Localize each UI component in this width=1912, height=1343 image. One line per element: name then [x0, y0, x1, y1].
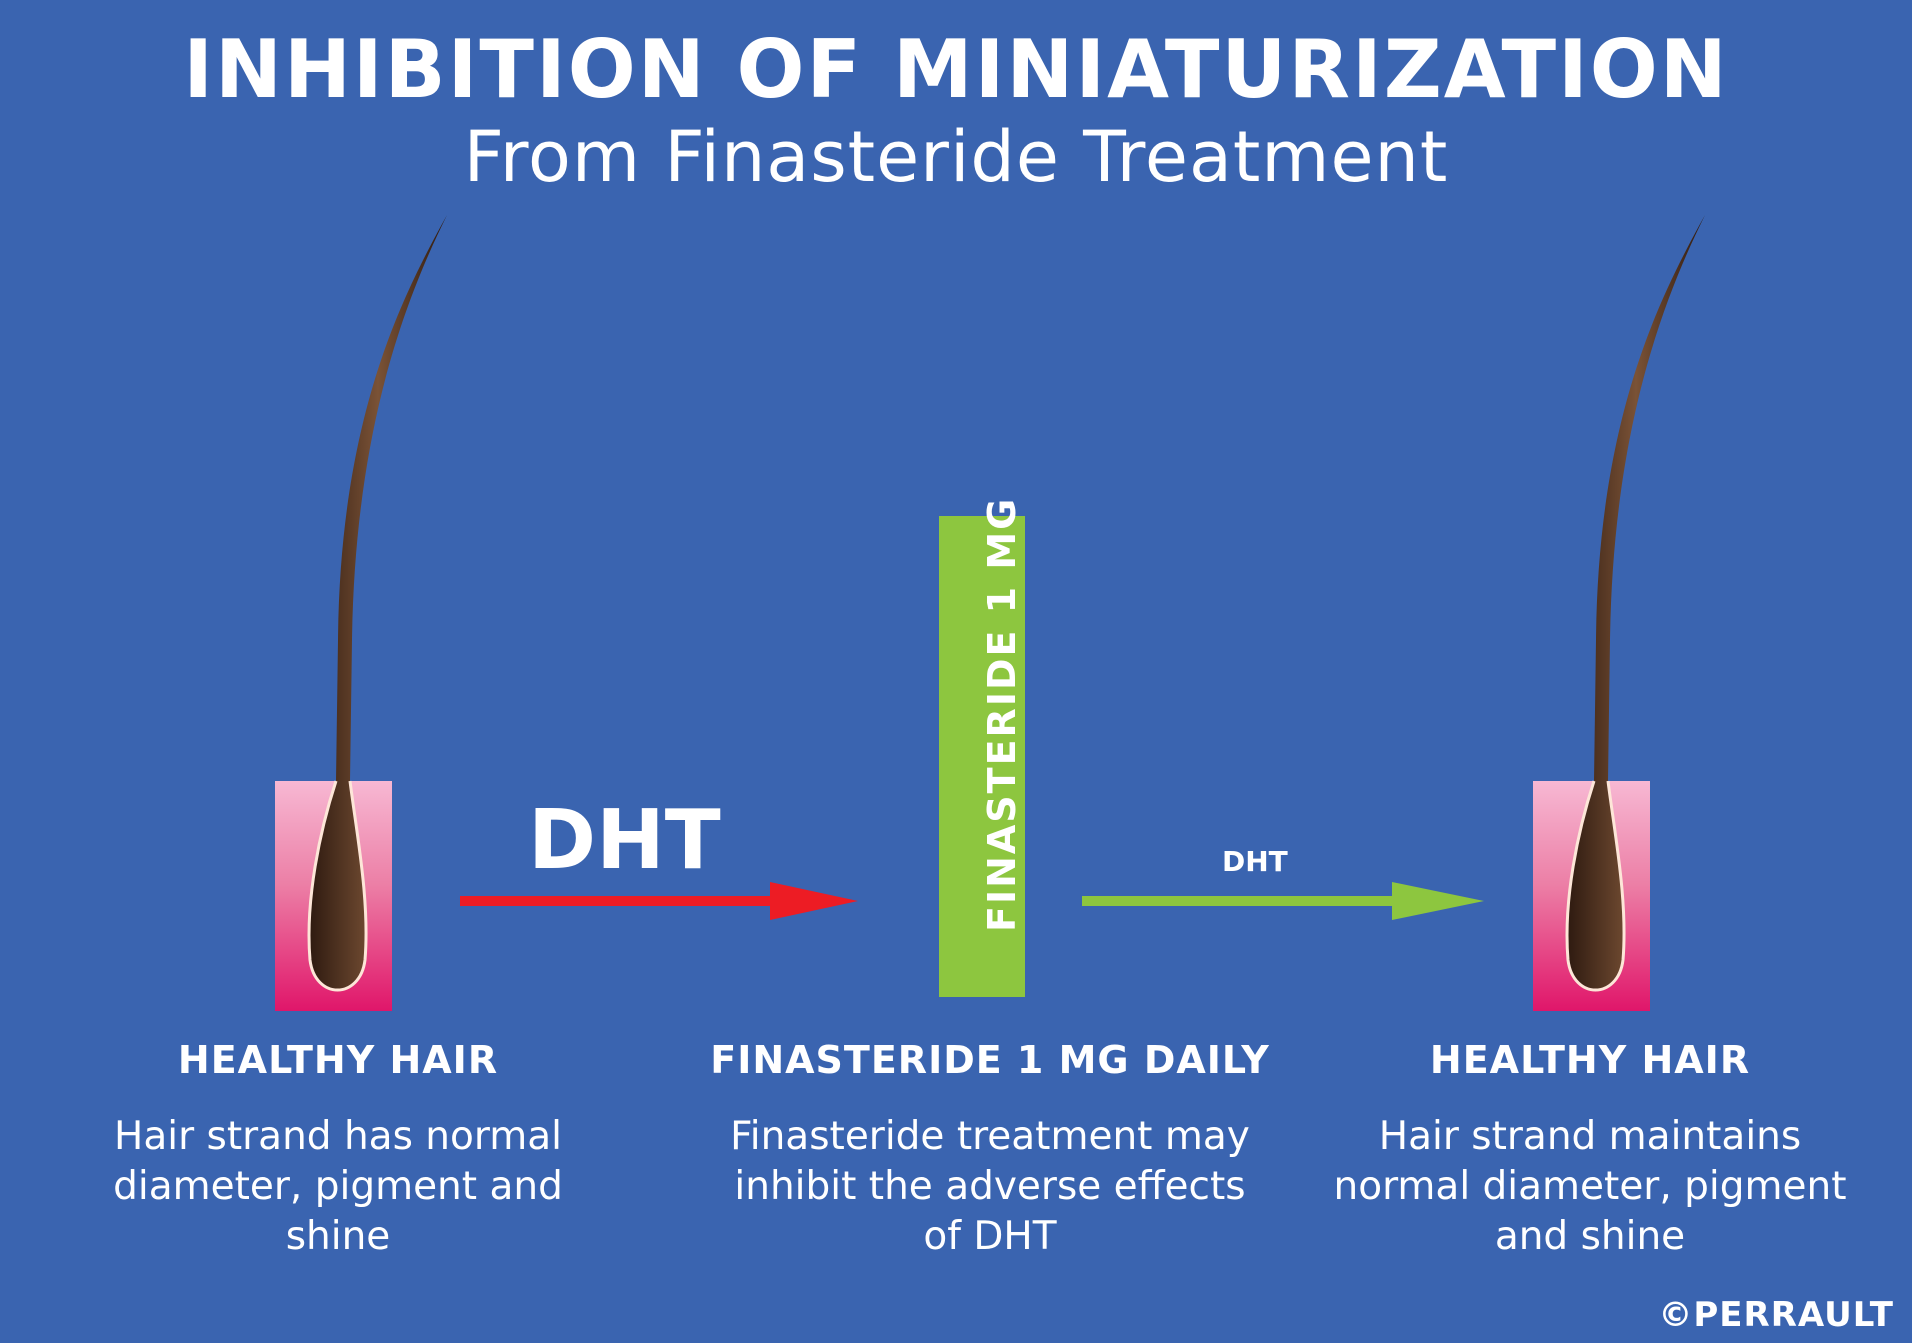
dht-label-small: DHT — [1222, 845, 1288, 878]
right-hair-bulb-outline — [1565, 780, 1626, 992]
right-heading: HEALTHY HAIR — [1429, 1038, 1751, 1082]
right-description: Hair strand maintains normal diameter, p… — [1333, 1114, 1847, 1259]
diagram-title: INHIBITION OF MINIATURIZATION — [183, 23, 1729, 116]
center-heading: FINASTERIDE 1 MG DAILY — [710, 1038, 1270, 1082]
finasteride-bar-label: FINASTERIDE 1 MG — [980, 496, 1024, 932]
dht-label-large: DHT — [528, 793, 721, 888]
left-heading: HEALTHY HAIR — [177, 1038, 499, 1082]
left-hair-bulb-outline — [307, 780, 368, 992]
finasteride-bar — [939, 516, 1025, 997]
center-description: Finasteride treatment may inhibit the ad… — [730, 1114, 1250, 1259]
copyright-label: ©PERRAULT — [1658, 1295, 1894, 1335]
right-hair-follicle — [1533, 215, 1705, 1011]
red-dht-arrow — [460, 882, 858, 920]
left-hair-follicle — [275, 215, 447, 1011]
right-hair-strand — [1567, 215, 1705, 990]
diagram-subtitle: From Finasteride Treatment — [463, 116, 1449, 198]
left-hair-strand — [309, 215, 447, 990]
green-dht-arrow — [1082, 882, 1484, 920]
left-description: Hair strand has normal diameter, pigment… — [113, 1114, 563, 1259]
